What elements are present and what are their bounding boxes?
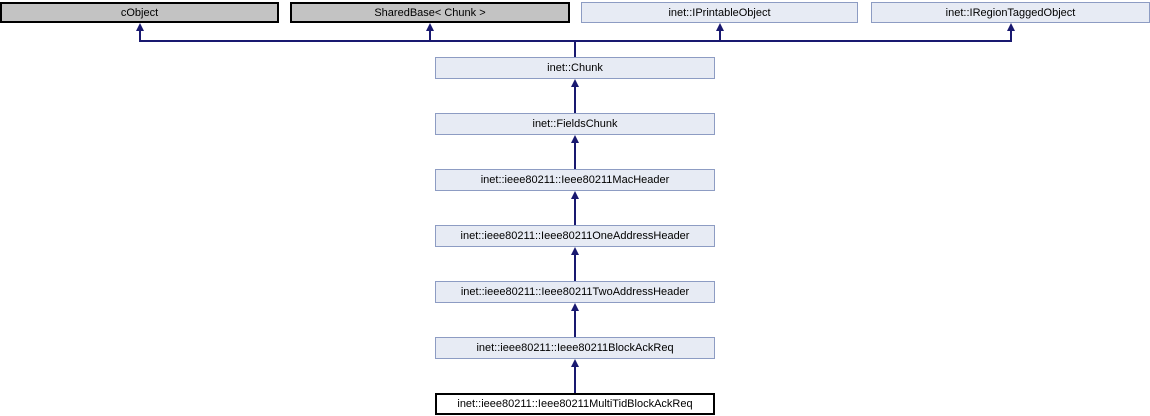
arrowhead-up-icon [571, 359, 579, 367]
class-node-cobject[interactable]: cObject [0, 2, 279, 23]
edge-line [139, 30, 141, 42]
edge-line [574, 85, 576, 113]
class-node-multitidblockackreq: inet::ieee80211::Ieee80211MultiTidBlockA… [435, 393, 715, 415]
class-node-blockackreq[interactable]: inet::ieee80211::Ieee80211BlockAckReq [435, 337, 715, 359]
edge-line [429, 30, 431, 42]
class-label: inet::IRegionTaggedObject [945, 6, 1076, 19]
class-node-iregiontaggedobject[interactable]: inet::IRegionTaggedObject [871, 2, 1150, 23]
arrowhead-up-icon [571, 191, 579, 199]
edge-line [719, 30, 721, 42]
edge-line [574, 253, 576, 281]
class-label: inet::ieee80211::Ieee80211MacHeader [480, 174, 670, 186]
class-node-macheader[interactable]: inet::ieee80211::Ieee80211MacHeader [435, 169, 715, 191]
arrowhead-up-icon [136, 23, 144, 31]
class-node-fieldschunk[interactable]: inet::FieldsChunk [435, 113, 715, 135]
arrowhead-up-icon [1007, 23, 1015, 31]
edge-line [574, 197, 576, 225]
arrowhead-up-icon [426, 23, 434, 31]
edge-line [574, 365, 576, 393]
class-label: inet::FieldsChunk [532, 118, 618, 130]
class-label: inet::ieee80211::Ieee80211MultiTidBlockA… [457, 398, 693, 410]
class-label: inet::ieee80211::Ieee80211OneAddressHead… [460, 230, 690, 242]
class-node-chunk[interactable]: inet::Chunk [435, 57, 715, 79]
arrowhead-up-icon [716, 23, 724, 31]
edge-line [574, 141, 576, 169]
arrowhead-up-icon [571, 303, 579, 311]
arrowhead-up-icon [571, 79, 579, 87]
edge-line [574, 309, 576, 337]
class-label: SharedBase< Chunk > [374, 6, 486, 19]
class-label: inet::Chunk [547, 62, 603, 74]
class-label: inet::ieee80211::Ieee80211TwoAddressHead… [460, 286, 690, 298]
edge-line [1010, 30, 1012, 42]
class-label: inet::ieee80211::Ieee80211BlockAckReq [476, 342, 674, 354]
class-node-oneaddressheader[interactable]: inet::ieee80211::Ieee80211OneAddressHead… [435, 225, 715, 247]
class-label: inet::IPrintableObject [668, 6, 771, 19]
class-node-sharedbase[interactable]: SharedBase< Chunk > [290, 2, 570, 23]
class-node-iprintableobject[interactable]: inet::IPrintableObject [581, 2, 858, 23]
class-label: cObject [120, 6, 159, 19]
arrowhead-up-icon [571, 135, 579, 143]
class-node-twoaddressheader[interactable]: inet::ieee80211::Ieee80211TwoAddressHead… [435, 281, 715, 303]
edge-line [574, 40, 576, 57]
arrowhead-up-icon [571, 247, 579, 255]
